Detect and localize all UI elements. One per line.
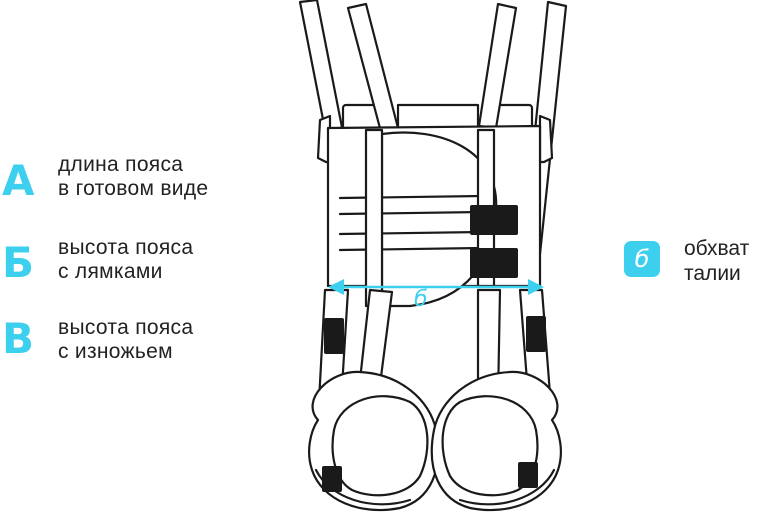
leg-buckle-right xyxy=(526,316,546,352)
buckle-upper xyxy=(470,205,518,235)
leg-cuff-right-band xyxy=(458,468,556,506)
legend-text-b-line2: с лямками xyxy=(58,260,163,283)
arrow-head-left xyxy=(328,279,344,295)
waist-measure-arrow xyxy=(328,279,544,295)
cuff-buckle-right xyxy=(518,462,538,488)
waist-label-line1: обхват xyxy=(684,237,750,260)
legend-letter-b: Б xyxy=(2,238,35,287)
buckles xyxy=(322,205,546,492)
legend-letter-v: В xyxy=(2,314,35,363)
waist-label-line2: талии xyxy=(684,262,741,285)
legend-text-a-line1: длина пояса xyxy=(58,153,184,176)
leg-cuff-left-band xyxy=(314,468,412,506)
waist-label: обхват талии xyxy=(684,236,749,286)
belt-front-strap-left xyxy=(364,128,384,308)
legend-text-a-line2: в готовом виде xyxy=(58,177,209,200)
cuff-buckle-left xyxy=(322,466,342,492)
legend-text-v-line1: высота пояса xyxy=(58,316,194,339)
belt-seams xyxy=(338,194,484,252)
top-connector xyxy=(396,103,480,131)
buckle-lower xyxy=(470,248,518,278)
harness-drawing xyxy=(298,0,568,512)
arrow-letter: б xyxy=(414,287,428,312)
arrow-head-right xyxy=(528,279,544,295)
belt-wing-right xyxy=(538,114,554,164)
waist-badge: б xyxy=(624,241,660,277)
legend-text-v-line2: с изножьем xyxy=(58,340,173,363)
leg-buckle-left xyxy=(324,318,344,354)
legend-text-b-line1: высота пояса xyxy=(58,236,194,259)
legend-letter-a: А xyxy=(2,156,35,205)
leg-cuff-left-inner xyxy=(331,395,429,497)
